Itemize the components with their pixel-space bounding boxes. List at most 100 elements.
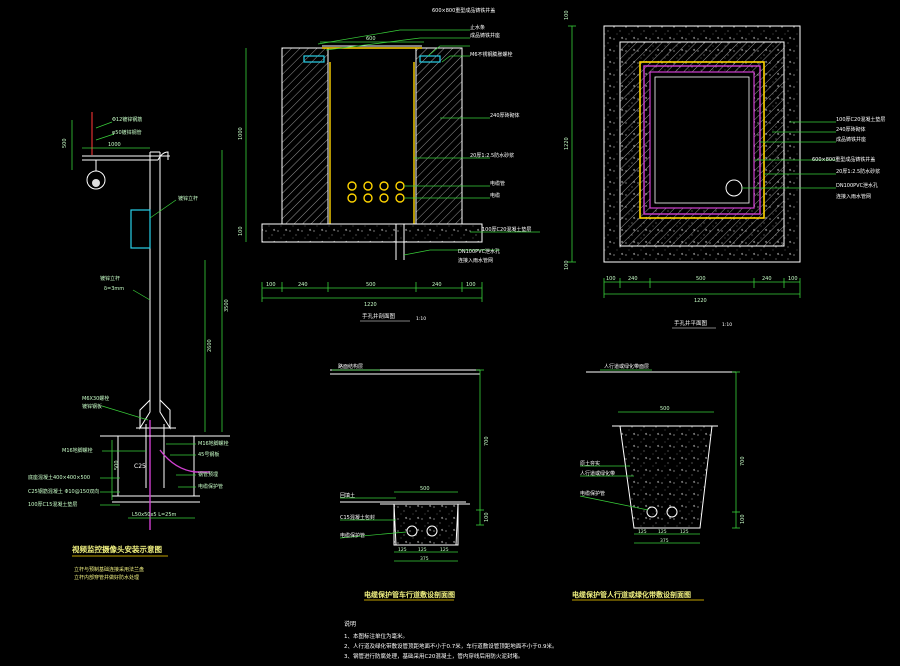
sec-dim-top: 600: [366, 36, 376, 42]
plan-anno-drain: DN100PVC泄水孔: [836, 182, 878, 189]
section-title: 手孔井剖面图: [362, 312, 396, 320]
general-notes: 说明 1、本图标注单位为毫米。 2、人行道及绿化带敷设管顶距地面不小于0.7米，…: [344, 620, 558, 660]
tv-dim-b1: 125: [418, 547, 427, 553]
anno-foundation: 底座混凝土400×400×500: [28, 474, 90, 481]
trench-vehicle-section: 路面结构层 回填土 C15混凝土包封 电缆保护管 500 125 125 125…: [330, 363, 490, 601]
tv-anno-backfill: 回填土: [340, 492, 355, 499]
note-item-3: 3、钢管进行防腐处理，基础采用C20混凝土，管内穿线后用防火泥封堵。: [344, 652, 523, 660]
tv-dim-depth: 700: [484, 436, 490, 446]
anno-steel-plate: 45号钢板: [198, 451, 219, 458]
sec-dim-bed: 100: [238, 226, 244, 236]
plan-anno-brick: 240厚砖砌体: [836, 126, 866, 133]
tp-dim-b1: 125: [658, 529, 667, 535]
plan-frame: [643, 65, 761, 215]
plan-title: 手孔井平面图: [674, 319, 708, 327]
tp-dim-total: 375: [660, 538, 669, 544]
tp-dim-cover: 100: [740, 514, 746, 524]
ped-pipe-2: [666, 506, 678, 518]
sec-dim-b3: 240: [432, 282, 442, 288]
sec-anno-seal: 止水条: [470, 24, 485, 31]
wall-left: [281, 47, 329, 225]
note-item-2: 2、人行道及绿化带敷设管顶距地面不小于0.7米，车行道敷设管顶距地面不小于0.9…: [344, 642, 558, 650]
plan-dim-l2: 100: [564, 260, 570, 270]
camera-pole-detail: Φ12镀锌钢筋 φ50镀锌钢管 镀锌立杆 镀锌立杆 δ=3mm M6X30螺栓 …: [28, 112, 230, 581]
ped-pipe-1: [646, 506, 658, 518]
manhole-section-view: 600×800重型成品铸铁井盖 止水条 成品铸铁井座 M6不锈钢膨胀螺栓 240…: [238, 7, 540, 322]
plan-dim-b2: 500: [696, 276, 706, 282]
notes-heading: 说明: [344, 620, 356, 628]
sec-anno-drain: DN100PVC泄水孔: [458, 248, 500, 255]
dim-500-base: 500: [114, 460, 120, 470]
tp-dim-top: 500: [660, 406, 670, 412]
sec-dim-total: 1220: [364, 302, 377, 308]
vehicle-pipe-1: [406, 525, 418, 537]
plan-anno-connect: 连接入雨水管网: [836, 193, 871, 200]
sec-anno-brick: 240厚砖砌体: [490, 112, 520, 119]
anno-anchor-left: M16地脚螺栓: [62, 447, 93, 454]
dim-500-top: 500: [62, 138, 68, 148]
plan-mortar: [639, 61, 765, 219]
plan-dim-l0: 100: [564, 10, 570, 20]
dim-2600: 2600: [207, 339, 213, 352]
plan-anno-mortar: 20厚1:2.5防水砂浆: [836, 168, 880, 175]
trench-pedestrian-title: 电缆保护管人行道或绿化带敷设剖面图: [572, 590, 691, 599]
camera-note-2: 立杆内部穿管并做好防水处理: [74, 574, 139, 581]
anno-conduit: 电缆保护管: [198, 483, 223, 490]
sec-anno-pipe: 电缆管: [490, 180, 505, 187]
tv-dim-b0: 125: [398, 547, 407, 553]
plan-dim-b1: 240: [628, 276, 638, 282]
equipment-box: [130, 209, 151, 249]
bedding-slab: [261, 223, 483, 243]
tv-anno-encase: C15混凝土包封: [340, 514, 375, 521]
anno-pipe: φ50镀锌钢管: [112, 129, 142, 136]
dim-1000: 1000: [108, 142, 121, 148]
manhole-plan-view: 100厚C20混凝土垫层 240厚砖砌体 成品铸铁井座 600×800重型成品铸…: [564, 10, 885, 329]
dim-3500: 3500: [224, 299, 230, 312]
tv-dim-cover: 100: [484, 512, 490, 522]
sec-anno-bedding: 100厚C20混凝土垫层: [482, 226, 531, 233]
tv-dim-total: 375: [420, 556, 429, 562]
anno-embed: 钢管预埋: [198, 471, 218, 478]
sec-anno-mortar: 20厚1:2.5防水砂浆: [470, 152, 514, 159]
tp-dim-b0: 125: [638, 529, 647, 535]
tp-dim-b2: 125: [680, 529, 689, 535]
trench-vehicle-title: 电缆保护管车行道敷设剖面图: [364, 590, 455, 599]
tp-anno-compact: 原土夯实: [580, 460, 600, 467]
plan-dim-b4: 100: [788, 276, 798, 282]
sec-dim-b0: 100: [266, 282, 276, 288]
anno-anchor-right: M16地脚螺栓: [198, 440, 229, 447]
tv-dim-b2: 125: [440, 547, 449, 553]
anno-rod: Φ12镀锌钢筋: [112, 116, 142, 123]
sec-dim-b4: 100: [466, 282, 476, 288]
dim-angle: L50x50x5 L=25m: [132, 512, 177, 518]
camera-note-1: 立杆与预制基础连接采用法兰盘: [74, 566, 144, 573]
tv-anno-pavement: 路面结构层: [338, 363, 363, 370]
anno-concrete: C25钢筋混凝土 Φ10@150双向: [28, 488, 99, 495]
plan-anno-seat: 成品铸铁井座: [836, 136, 866, 143]
plan-cover: [654, 76, 750, 204]
plan-scale: 1:10: [722, 322, 732, 328]
plan-anno-bedding: 100厚C20混凝土垫层: [836, 116, 885, 123]
plan-dim-l1: 1220: [564, 137, 570, 150]
sec-anno-bolt: M6不锈钢膨胀螺栓: [470, 51, 513, 58]
plan-anno-cover: 600×800重型成品铸铁井盖: [812, 156, 875, 163]
plan-dim-total: 1220: [694, 298, 707, 304]
wall-right: [415, 47, 463, 225]
tp-anno-layer: 人行道或绿化带: [580, 470, 615, 477]
anno-pole: 镀锌立杆: [178, 195, 198, 202]
tv-dim-top: 500: [420, 486, 430, 492]
sec-anno-seat: 成品铸铁井座: [470, 32, 500, 39]
anno-bolt: M6X30螺栓: [82, 395, 109, 402]
dim-c25: C25: [134, 463, 146, 470]
tp-dim-depth: 700: [740, 456, 746, 466]
plan-dim-b0: 100: [606, 276, 616, 282]
camera-detail-title: 视频监控摄像头安装示意图: [72, 544, 162, 554]
trench-pedestrian-section: 人行道或绿化带面层 原土夯实 人行道或绿化带 电缆保护管 500 125 125…: [572, 363, 746, 601]
sec-dim-height: 1000: [238, 127, 244, 140]
vehicle-encasement: [393, 503, 459, 546]
sec-dim-b1: 240: [298, 282, 308, 288]
sec-anno-cover: 600×800重型成品铸铁井盖: [432, 7, 495, 14]
note-item-1: 1、本图标注单位为毫米。: [344, 632, 408, 640]
tp-anno-surface: 人行道或绿化带面层: [604, 363, 649, 370]
